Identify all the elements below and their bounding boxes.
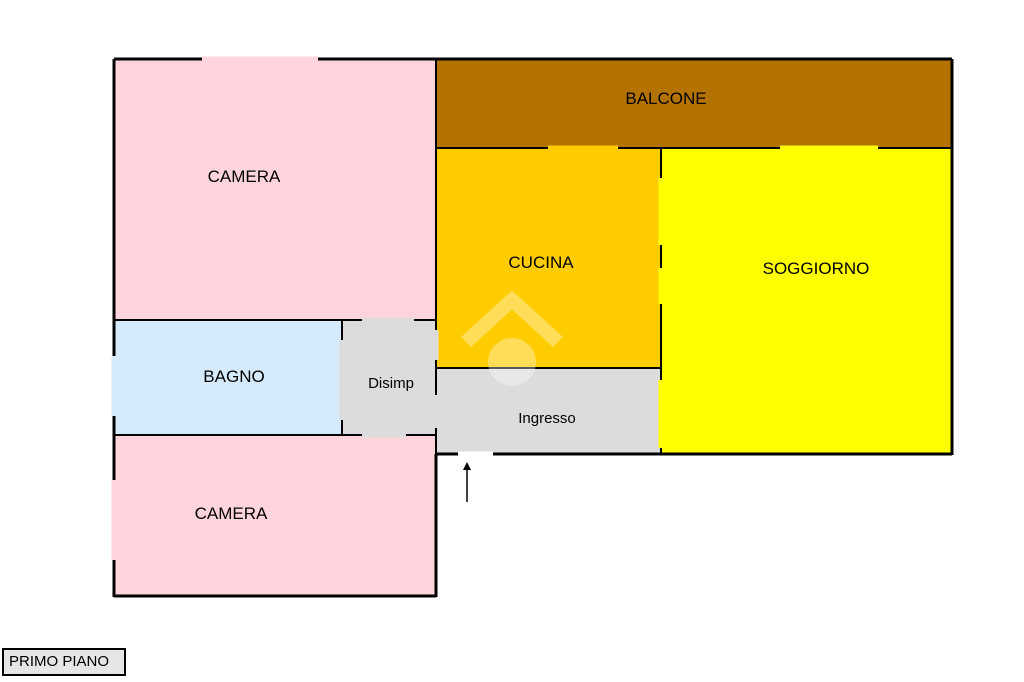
- arrow-up-icon: [463, 462, 471, 502]
- room-bagno: [114, 320, 342, 435]
- label-balcone: BALCONE: [625, 89, 706, 108]
- floor-label: PRIMO PIANO: [2, 648, 126, 676]
- label-disimpegno: Disimp: [368, 375, 414, 392]
- label-camera-bottom: CAMERA: [195, 504, 268, 523]
- room-balcone: [436, 60, 952, 148]
- label-soggiorno: SOGGIORNO: [763, 259, 870, 278]
- openings: [111, 56, 878, 560]
- label-bagno: BAGNO: [203, 367, 264, 386]
- room-camera-top: [114, 60, 436, 320]
- room-cucina: [436, 148, 661, 368]
- label-cucina: CUCINA: [508, 253, 574, 272]
- label-camera-top: CAMERA: [208, 167, 281, 186]
- room-soggiorno: [661, 148, 952, 454]
- label-ingresso: Ingresso: [518, 410, 576, 427]
- room-disimpegno: [342, 320, 436, 435]
- room-ingresso: [436, 368, 661, 454]
- room-camera-bottom: [114, 435, 436, 596]
- house-logo-icon: [461, 290, 563, 386]
